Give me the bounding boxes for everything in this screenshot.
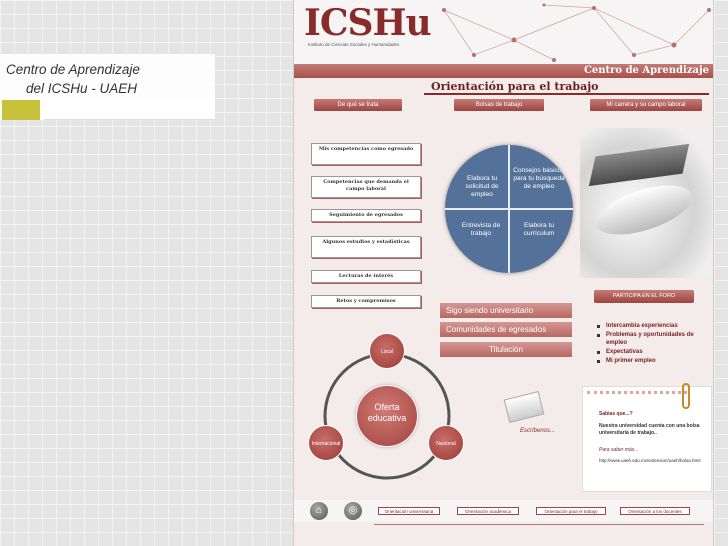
accent-square (2, 100, 40, 120)
envelope-icon[interactable] (503, 391, 545, 423)
globe-icon[interactable]: ◎ (344, 502, 362, 520)
home-icon[interactable]: ⌂ (310, 502, 328, 520)
paperclip-icon (682, 383, 690, 409)
btn-titulacion[interactable]: Titulación (440, 342, 572, 357)
footer-orientacion-universitaria[interactable]: Orientación universitaria (378, 507, 440, 515)
note-border (587, 391, 687, 395)
note-body: Nuestra universidad cuenta con una bolsa… (599, 423, 700, 436)
foro-topics: Intercambia experiencias Problemas y opo… (596, 322, 708, 366)
quadrant-curriculum[interactable]: Elabora tu currículum (523, 222, 555, 237)
content-panel: ICSHu Instituto de Ciencias Sociales y H… (293, 0, 714, 546)
section-title: Centro de Aprendizaje (583, 65, 709, 76)
note-url[interactable]: http://www.uaeh.edu.mx/extension/uaeh/bo… (599, 458, 701, 463)
comp-seguimiento[interactable]: Seguimiento de egresados (311, 209, 421, 222)
btn-sigo-universitario[interactable]: Sigo siendo universitario (440, 303, 572, 318)
oferta-educativa[interactable]: Oferta educativa (356, 385, 418, 447)
oferta-internacional[interactable]: Internacional (308, 425, 344, 461)
panel-header: ICSHu Instituto de Ciencias Sociales y H… (294, 0, 713, 64)
quadrant-entrevista[interactable]: Entrevista de trabajo (461, 222, 501, 237)
topic-item[interactable]: Mi primer empleo (596, 357, 708, 365)
escribenos-link[interactable]: Escríbenos... (520, 428, 556, 434)
footer-divider (374, 524, 704, 525)
oferta-local[interactable]: Local (369, 333, 405, 369)
slide-title-line2: del ICSHu - UAEH (26, 81, 138, 96)
slide-title-line1: Centro de Aprendizaje (6, 62, 140, 77)
icshu-logo: ICSHu (304, 2, 432, 44)
comp-retos[interactable]: Retos y compromisos (311, 295, 421, 308)
topic-item[interactable]: Problemas y oportunidades de empleo (596, 331, 708, 347)
oferta-nacional[interactable]: Nacional (428, 425, 464, 461)
footer-orientacion-trabajo[interactable]: Orientación para el trabajo (536, 507, 606, 515)
topic-item[interactable]: Intercambia experiencias (596, 322, 708, 330)
accent-bar (0, 100, 215, 120)
job-search-circle: Elabora tu solicitud de empleo Consejos … (445, 145, 573, 273)
comp-lecturas[interactable]: Lecturas de interés (311, 270, 421, 283)
page-subtitle: Orientación para el trabajo (431, 80, 599, 93)
quadrant-consejos[interactable]: Consejos básicos para tu búsqueda de emp… (513, 167, 565, 190)
comp-campo-laboral[interactable]: Competencias que demanda el campo labora… (311, 176, 421, 198)
section-bar: Centro de Aprendizaje (294, 64, 713, 78)
logo-subtitle: Instituto de Ciencias Sociales y Humanid… (308, 42, 400, 47)
footer-orientacion-academica[interactable]: Orientación académica (457, 507, 519, 515)
comp-mis-competencias[interactable]: Mis competencias como egresado (311, 143, 421, 165)
foro-button[interactable]: PARTICIPA EN EL FORO (594, 290, 694, 303)
subtitle-divider (424, 93, 709, 95)
note-title: Sabías que...? (599, 411, 633, 417)
btn-comunidades[interactable]: Comunidades de egresados (440, 322, 572, 337)
nav-mi-carrera[interactable]: Mi carrera y su campo laboral (590, 99, 702, 111)
comp-estudios[interactable]: Algunos estudios y estadísticas (311, 236, 421, 258)
sabias-que-note: Sabías que...? Nuestra universidad cuent… (582, 386, 712, 492)
nav-bolsas-de-trabajo[interactable]: Bolsas de trabajo (454, 99, 544, 111)
footer-orientacion-docentes[interactable]: Orientación a los docentes (620, 507, 690, 515)
accent-line (44, 106, 215, 120)
network-decoration (442, 3, 711, 62)
topic-item[interactable]: Expectativas (596, 348, 708, 356)
nav-de-que-se-trata[interactable]: De qué se trata (314, 99, 402, 111)
quadrant-solicitud[interactable]: Elabora tu solicitud de empleo (465, 175, 499, 198)
slide-title: Centro de Aprendizaje del ICSHu - UAEH (0, 54, 215, 102)
note-more: Para saber más... (599, 447, 639, 453)
